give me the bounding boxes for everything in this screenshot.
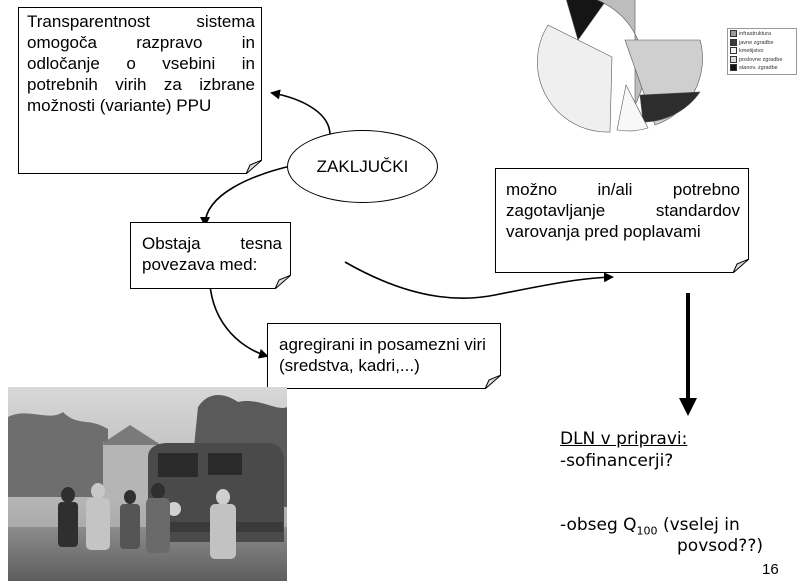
arrow-to-standards: [344, 261, 614, 300]
callout-scope-prefix: -obseg Q: [560, 515, 637, 535]
folded-corner-icon: [733, 259, 749, 273]
folded-corner-icon: [246, 160, 262, 174]
conclusions-oval: ZAKLJUČKI: [287, 130, 438, 203]
note-resources: agregirani in posamezni viri (sredstva, …: [267, 323, 501, 389]
note-connection-text: Obstaja tesna povezava med:: [142, 234, 282, 274]
legend-swatch-icon: [730, 55, 737, 63]
legend-swatch-icon: [730, 64, 737, 72]
legend-item: stanov. zgradbe: [730, 64, 794, 73]
legend-label: poslovne zgradbe: [739, 56, 783, 63]
conclusions-label: ZAKLJUČKI: [316, 156, 409, 176]
legend-swatch-icon: [730, 38, 737, 46]
legend-label: javne zgradbe: [739, 39, 774, 46]
callout-scope-subscript: 100: [636, 524, 658, 538]
callout-line-scope: -obseg Q100 (vselej in: [560, 514, 740, 542]
note-transparency-text: Transparentnost sistema omogoča razpravo…: [27, 12, 255, 115]
legend-label: infrastruktura: [739, 31, 772, 37]
note-standards: možno in/ali potrebno zagotavljanje stan…: [495, 168, 749, 273]
note-resources-text: agregirani in posamezni viri (sredstva, …: [279, 335, 486, 375]
pie-legend: infrastruktura javne zgradbe kmetijstvo …: [727, 28, 797, 75]
arrow-to-connection: [200, 164, 296, 227]
note-transparency: Transparentnost sistema omogoča razpravo…: [18, 7, 262, 174]
legend-swatch-icon: [730, 47, 737, 55]
folded-corner-icon: [485, 375, 501, 389]
photo-illustration: [8, 387, 287, 581]
legend-label: stanov. zgradbe: [739, 65, 778, 71]
folded-corner-icon: [275, 275, 291, 289]
legend-label: kmetijstvo: [739, 48, 764, 54]
page-number: 16: [762, 561, 779, 578]
note-connection: Obstaja tesna povezava med:: [130, 222, 291, 289]
legend-item: kmetijstvo: [730, 47, 794, 56]
legend-item: poslovne zgradbe: [730, 55, 794, 65]
callout-line-cofinancers: -sofinancerji?: [560, 451, 674, 471]
legend-swatch-icon: [730, 30, 737, 38]
callout-line-everywhere: povsod??): [677, 536, 763, 556]
callout-scope-suffix: (vselej in: [657, 515, 740, 535]
arrow-to-transparency: [270, 89, 331, 136]
arrow-down-head: [679, 398, 697, 416]
flood-rescue-photo: [8, 387, 287, 581]
legend-item: infrastruktura: [730, 30, 794, 39]
callout-heading: DLN v pripravi:: [560, 429, 688, 449]
legend-item: javne zgradbe: [730, 38, 794, 48]
note-standards-text: možno in/ali potrebno zagotavljanje stan…: [506, 180, 740, 241]
pie-chart-fragment: [537, 0, 703, 133]
